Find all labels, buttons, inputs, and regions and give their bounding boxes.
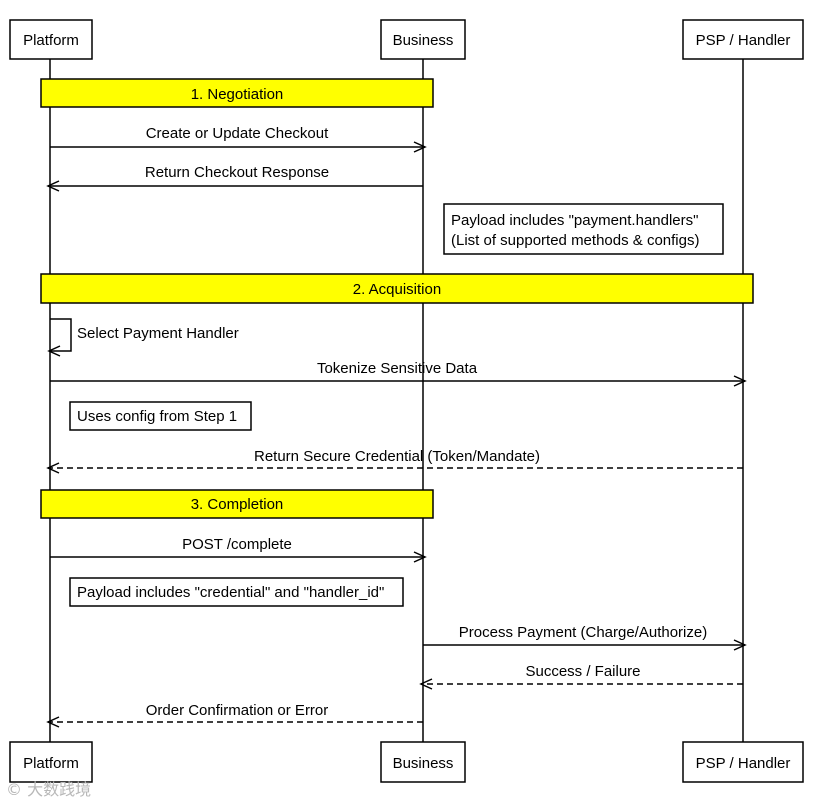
message-return-checkout-label: Return Checkout Response: [145, 164, 329, 181]
note-uses-config: Uses config from Step 1: [69, 401, 252, 431]
watermark: © 大数践境: [6, 780, 91, 799]
phase-completion-label: 3. Completion: [191, 496, 284, 513]
message-process-payment-label: Process Payment (Charge/Authorize): [459, 624, 707, 641]
participant-psp-top: PSP / Handler: [682, 19, 804, 60]
phase-completion: 3. Completion: [40, 489, 434, 519]
participant-business-bottom: Business: [380, 741, 466, 783]
message-return-credential-label: Return Secure Credential (Token/Mandate): [254, 448, 540, 465]
note-payment-handlers-line1: Payload includes "payment.handlers": [451, 212, 698, 229]
participant-business-top: Business: [380, 19, 466, 60]
participant-platform-bottom-label: Platform: [23, 755, 79, 772]
phase-negotiation: 1. Negotiation: [40, 78, 434, 108]
message-create-checkout-label: Create or Update Checkout: [146, 125, 329, 142]
participant-psp-label: PSP / Handler: [696, 32, 791, 49]
phase-negotiation-label: 1. Negotiation: [191, 86, 284, 103]
message-post-complete-label: POST /complete: [182, 536, 292, 553]
phase-acquisition: 2. Acquisition: [40, 273, 754, 304]
participant-platform-top: Platform: [9, 19, 93, 60]
note-payload-credential: Payload includes "credential" and "handl…: [69, 577, 404, 607]
note-uses-config-text: Uses config from Step 1: [77, 408, 237, 425]
participant-platform-bottom: Platform: [9, 741, 93, 783]
message-success-failure-label: Success / Failure: [525, 663, 640, 680]
participant-platform-label: Platform: [23, 32, 79, 49]
message-tokenize-label: Tokenize Sensitive Data: [317, 360, 478, 377]
participant-business-bottom-label: Business: [393, 755, 454, 772]
phase-acquisition-label: 2. Acquisition: [353, 281, 441, 298]
participant-psp-bottom-label: PSP / Handler: [696, 755, 791, 772]
message-select-handler-label: Select Payment Handler: [77, 325, 239, 342]
participant-business-label: Business: [393, 32, 454, 49]
message-order-confirmation-label: Order Confirmation or Error: [146, 702, 329, 719]
participant-psp-bottom: PSP / Handler: [682, 741, 804, 783]
note-payment-handlers-line2: (List of supported methods & configs): [451, 232, 699, 249]
note-payment-handlers: Payload includes "payment.handlers" (Lis…: [443, 203, 724, 255]
message-select-handler-arrow: [47, 318, 72, 357]
note-payload-credential-text: Payload includes "credential" and "handl…: [77, 584, 384, 601]
